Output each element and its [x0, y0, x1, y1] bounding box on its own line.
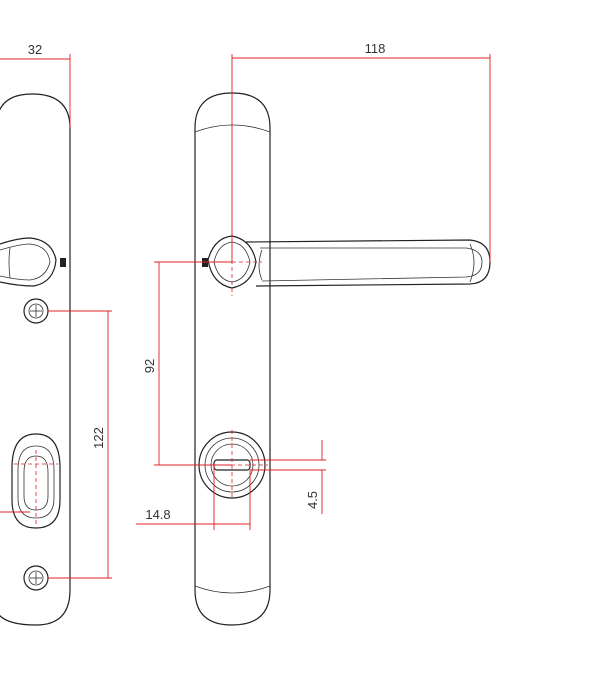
dimension-cylinder-offset: 14.8 [136, 465, 251, 530]
right-backplate [194, 92, 271, 626]
dimension-label-cylinder-cam: 4.5 [305, 491, 320, 509]
lever-pin [202, 258, 208, 267]
left-lever-stub [0, 237, 57, 287]
dimension-label-screw-spacing: 122 [91, 427, 106, 449]
dimension-label-lever-to-cylinder: 92 [142, 359, 157, 373]
dimension-screw-spacing: 122 [48, 310, 112, 579]
dimension-label-cylinder-offset: 14.8 [145, 507, 170, 522]
dimension-lever-to-cylinder: 92 [142, 261, 232, 466]
left-backplate [0, 93, 71, 626]
left-view [0, 93, 71, 626]
dimension-label-plate-width: 32 [28, 42, 42, 57]
left-cylinder-cutout [11, 433, 61, 529]
dimension-label-lever-length: 118 [365, 41, 386, 56]
right-view [194, 92, 491, 626]
dimension-lever-length: 118 [231, 41, 491, 262]
left-lever-pin [60, 258, 66, 267]
dimension-cylinder-cam: 4.5 [250, 440, 326, 514]
dimension-plate-width: 32 [0, 42, 71, 128]
